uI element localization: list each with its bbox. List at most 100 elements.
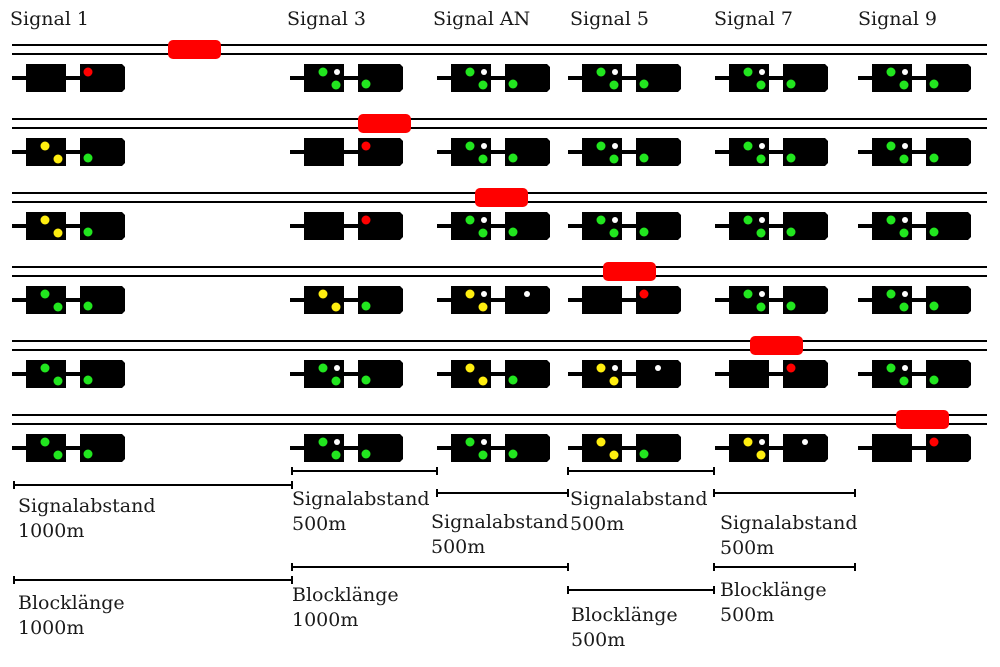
main-light-green — [929, 153, 939, 163]
dimension-label-text: Blocklänge — [571, 604, 678, 626]
distant-light-green — [53, 302, 63, 312]
signal-header: Signal 3 — [287, 8, 367, 30]
distant-light-yellow — [53, 228, 63, 238]
distant-light-green — [478, 154, 488, 164]
distant-light-yellow — [596, 437, 606, 447]
distant-light-white — [759, 291, 765, 297]
distant-light-white — [334, 365, 340, 371]
signal-pole — [715, 372, 731, 376]
distant-light-white — [481, 439, 487, 445]
signal-connector — [622, 298, 636, 302]
signal-pole — [568, 298, 584, 302]
distant-signal-box — [582, 286, 622, 314]
signal — [858, 434, 971, 462]
train — [168, 40, 221, 59]
signal — [437, 286, 550, 314]
signal-pole — [12, 446, 28, 450]
distant-light-green — [596, 141, 606, 151]
distant-light-green — [465, 215, 475, 225]
signal-header: Signal 7 — [714, 8, 794, 30]
dimension-value: 1000m — [292, 609, 359, 631]
distant-light-green — [465, 141, 475, 151]
signal — [568, 286, 681, 314]
main-light-green — [508, 449, 518, 459]
distant-light-white — [481, 143, 487, 149]
signal-connector — [344, 150, 358, 154]
signal-connector — [66, 224, 80, 228]
main-light-green — [83, 227, 93, 237]
distant-light-green — [478, 450, 488, 460]
signal-connector — [491, 298, 505, 302]
dimension-line — [713, 489, 856, 497]
distant-light-green — [609, 228, 619, 238]
signal — [715, 360, 828, 388]
signal — [12, 138, 125, 166]
signal — [290, 434, 403, 462]
signal — [290, 64, 403, 92]
dimension-line — [567, 586, 715, 594]
dimension-label-text: Blocklänge — [720, 579, 827, 601]
distant-light-green — [53, 376, 63, 386]
signal — [437, 360, 550, 388]
distant-light-yellow — [478, 376, 488, 386]
signal — [858, 64, 971, 92]
dimension-label-text: Signalabstand — [292, 488, 430, 510]
signal-connector — [491, 372, 505, 376]
main-signal-box — [505, 286, 550, 314]
signal — [12, 286, 125, 314]
signal — [858, 138, 971, 166]
train — [603, 262, 656, 281]
signal-connector — [66, 76, 80, 80]
main-light-green — [508, 79, 518, 89]
distant-light-yellow — [40, 141, 50, 151]
main-light-green — [786, 301, 796, 311]
track-row — [12, 114, 987, 166]
signal-connector — [66, 298, 80, 302]
distant-light-white — [902, 365, 908, 371]
distant-light-yellow — [331, 302, 341, 312]
distant-light-green — [886, 289, 896, 299]
distant-light-yellow — [609, 450, 619, 460]
distant-light-white — [759, 217, 765, 223]
signal — [715, 138, 828, 166]
main-signal-box — [636, 360, 681, 388]
main-light-green — [639, 79, 649, 89]
distant-light-green — [899, 154, 909, 164]
distant-light-white — [612, 143, 618, 149]
distant-light-green — [743, 67, 753, 77]
signal-pole — [858, 372, 874, 376]
signal-connector — [769, 372, 783, 376]
distant-signal-box — [26, 64, 66, 92]
distant-light-green — [899, 80, 909, 90]
signal-pole — [12, 224, 28, 228]
signal — [568, 138, 681, 166]
track-row — [12, 336, 987, 388]
distant-light-yellow — [609, 376, 619, 386]
distant-light-white — [481, 291, 487, 297]
train — [750, 336, 803, 355]
distant-light-white — [481, 217, 487, 223]
dimension-label-text: Blocklänge — [292, 584, 399, 606]
dimension-label-text: Signalabstand — [720, 512, 858, 534]
dimension-line — [13, 481, 293, 489]
distant-light-white — [759, 439, 765, 445]
signal-pole — [568, 76, 584, 80]
distant-light-green — [756, 228, 766, 238]
main-signal-box — [783, 434, 828, 462]
distant-light-green — [53, 450, 63, 460]
train — [896, 410, 949, 429]
main-light-red — [361, 141, 371, 151]
distant-light-white — [612, 69, 618, 75]
main-light-green — [83, 153, 93, 163]
distant-light-yellow — [40, 215, 50, 225]
signal-pole — [568, 446, 584, 450]
signal — [290, 212, 403, 240]
main-light-red — [639, 289, 649, 299]
distant-light-green — [40, 437, 50, 447]
signal-connector — [912, 298, 926, 302]
dimension-value: 500m — [292, 513, 347, 535]
main-light-red — [361, 215, 371, 225]
distant-light-green — [40, 289, 50, 299]
